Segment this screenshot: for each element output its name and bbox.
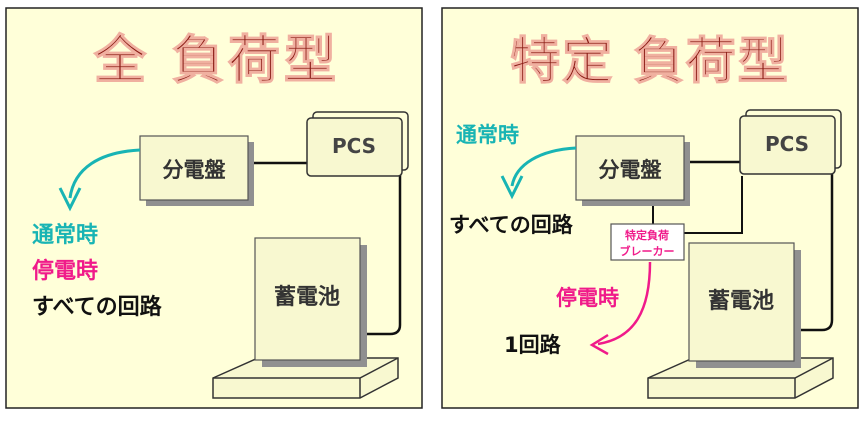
left-distribution-board: 分電盤 (139, 135, 254, 206)
right-wire-pcs-to-battery (800, 172, 834, 332)
right-battery-label: 蓄電池 (708, 289, 774, 314)
right-pcs-label: PCS (765, 132, 809, 156)
right-distribution-board-label: 分電盤 (599, 158, 663, 182)
right-breaker-label-line1: 特定負荷 (625, 228, 669, 242)
right-panel-title: 特定 負荷型 (510, 32, 789, 90)
right-specific-load-breaker: 特定負荷 ブレーカー (610, 223, 685, 261)
left-pcs-label: PCS (332, 134, 376, 158)
right-label-outage: 停電時 (556, 286, 619, 310)
left-battery-label: 蓄電池 (274, 285, 340, 310)
right-normal-flow-arrowhead (500, 175, 524, 200)
right-panel: 特定 負荷型 PCS 分電盤 特定負荷 ブレーカー (441, 7, 859, 409)
right-pcs-unit: PCS (739, 109, 842, 175)
right-wire-pcs-to-breaker (684, 176, 743, 234)
right-outage-flow-arrow (597, 261, 652, 346)
left-pcs-unit: PCS (306, 111, 409, 177)
right-label-one-circuit: 1回路 (504, 333, 562, 357)
right-label-all-circuits: すべての回路 (449, 213, 574, 237)
left-label-outage: 停電時 (32, 258, 98, 284)
left-battery-unit: 蓄電池 (212, 237, 399, 399)
right-outage-flow-arrowhead (589, 333, 609, 356)
left-normal-flow-arrowhead (58, 187, 82, 212)
right-breaker-label-line2: ブレーカー (620, 244, 675, 258)
left-label-normal: 通常時 (32, 222, 98, 248)
left-normal-flow-arrow (68, 148, 141, 199)
right-distribution-board: 分電盤 (575, 135, 690, 206)
left-wire-pcs-to-battery (362, 170, 402, 336)
right-normal-flow-arrow (510, 146, 577, 187)
left-label-all-circuits: すべての回路 (32, 294, 163, 320)
left-panel: 全 負荷型 PCS 分電盤 蓄電池 通常時 停電時 (5, 7, 423, 409)
left-panel-title: 全 負荷型 (93, 31, 340, 91)
right-battery-unit: 蓄電池 (647, 242, 834, 399)
left-distribution-board-label: 分電盤 (163, 158, 227, 182)
right-label-normal: 通常時 (456, 123, 519, 147)
